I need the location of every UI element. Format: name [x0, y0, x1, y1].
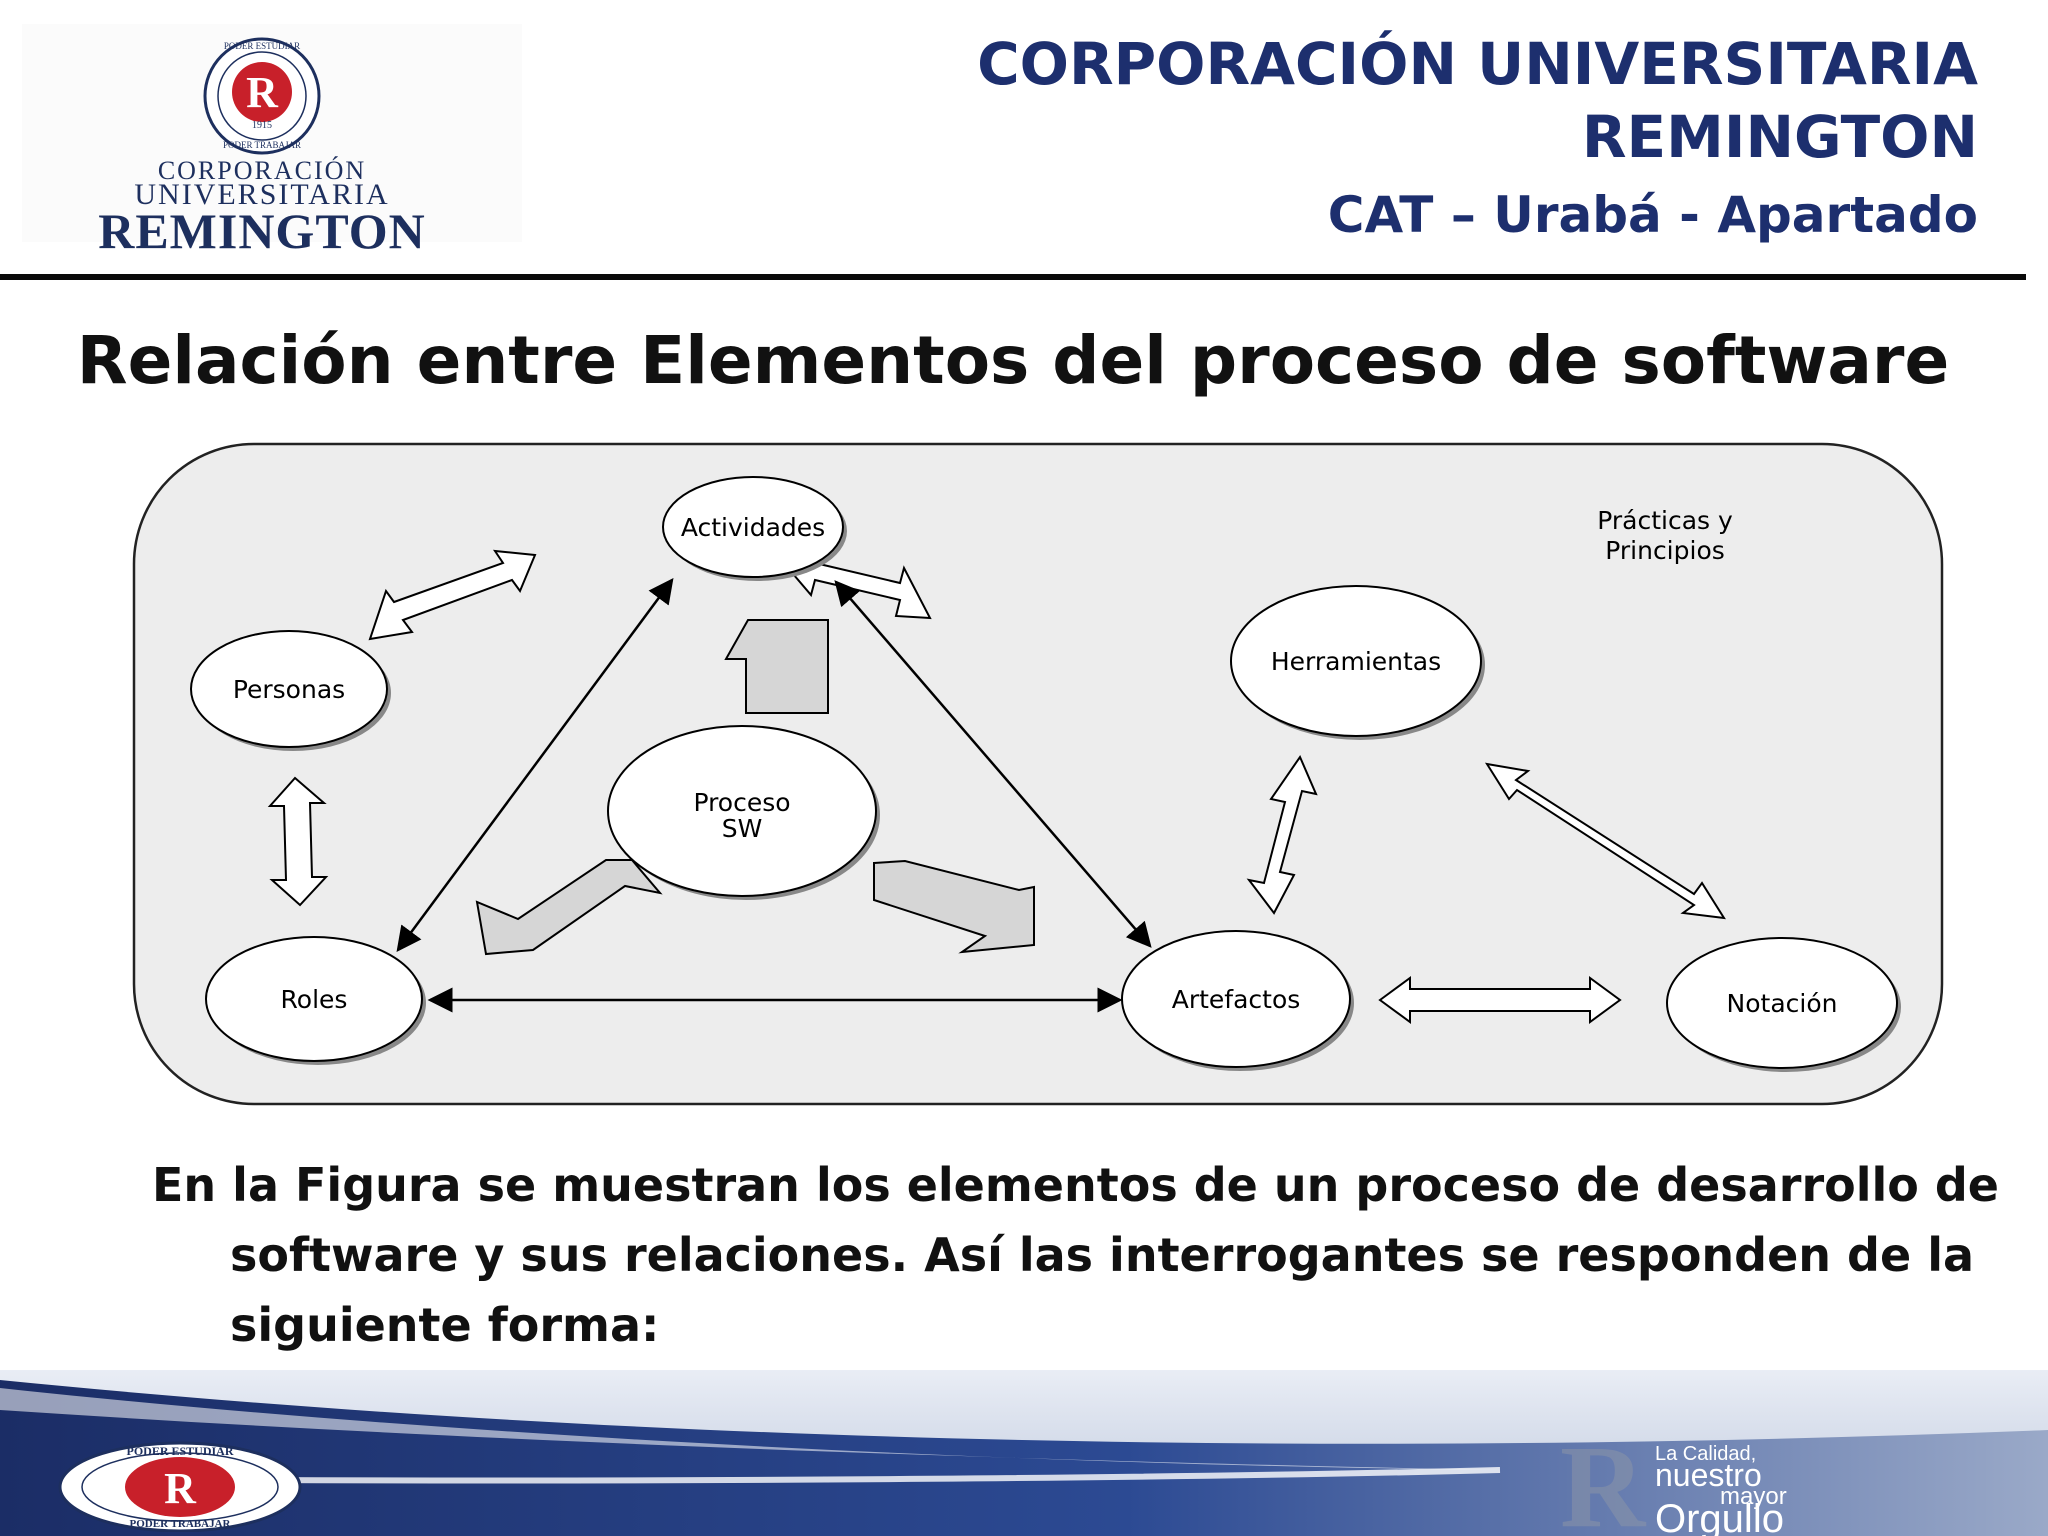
seal-top-text: PODER ESTUDIAR	[224, 41, 300, 51]
seal-bottom-text: PODER TRABAJAR	[223, 140, 301, 150]
institution-logo: R 1915 PODER ESTUDIAR PODER TRABAJAR COR…	[22, 24, 522, 259]
node-actividades	[662, 476, 844, 578]
double-arrow-herramientas-notacion	[1484, 762, 1726, 920]
paragraph-line-2: software y sus relaciones. Así las inter…	[230, 1228, 1975, 1282]
logo-line-2: UNIVERSITARIA	[134, 178, 390, 211]
grey-arrow-up	[724, 619, 829, 714]
double-arrow-artefactos-notacion	[1378, 976, 1622, 1024]
header-line-1: CORPORACIÓN UNIVERSITARIA	[977, 30, 1978, 98]
footer-band	[0, 1370, 2048, 1536]
node-herramientas	[1230, 585, 1482, 737]
double-arrow-herramientas-artefactos	[1246, 754, 1318, 915]
label-roles: Roles	[281, 985, 348, 1014]
label-proceso-1: Proceso	[693, 788, 790, 817]
double-arrow-personas-roles	[267, 776, 329, 907]
paragraph-line-3: siguiente forma:	[230, 1298, 660, 1352]
footer-seal-icon: R PODER ESTUDIAR PODER TRABAJAR	[58, 1441, 302, 1532]
header-line-3: CAT – Urabá - Apartado	[1327, 186, 1978, 244]
tagline-1: La Calidad,	[1655, 1443, 1756, 1465]
tagline-4: Orgullo	[1655, 1497, 1784, 1536]
svg-text:R: R	[1560, 1440, 1647, 1536]
label-practicas-1: Prácticas y	[1597, 506, 1733, 535]
body-paragraph: En la Figura se muestran los elementos d…	[152, 1150, 2000, 1360]
seal-icon: R 1915 PODER ESTUDIAR PODER TRABAJAR	[203, 37, 321, 155]
tagline-3: mayor	[1720, 1483, 1787, 1510]
node-proceso-sw	[607, 725, 877, 897]
header-divider	[0, 274, 2026, 280]
footer-seal-letter: R	[164, 1464, 197, 1513]
logo-line-3: REMINGTON	[98, 203, 426, 259]
tagline-2: nuestro	[1655, 1457, 1762, 1493]
label-practicas-2: Principios	[1605, 536, 1725, 565]
node-personas	[190, 630, 388, 748]
paragraph-line-1: En la Figura se muestran los elementos d…	[152, 1158, 2000, 1212]
label-actividades: Actividades	[681, 513, 825, 542]
process-diagram: Actividades Personas Herramientas Proces…	[132, 442, 1944, 1106]
label-herramientas: Herramientas	[1271, 647, 1441, 676]
footer-tagline: R La Calidad, nuestro mayor Orgullo	[1560, 1440, 1787, 1536]
seal-letter: R	[246, 68, 279, 117]
line-actividades-roles	[396, 577, 674, 953]
label-personas: Personas	[233, 675, 345, 704]
slide-title: Relación entre Elementos del proceso de …	[76, 322, 1950, 399]
label-notacion: Notación	[1727, 989, 1838, 1018]
footer-seal-bottom: PODER TRABAJAR	[130, 1518, 232, 1530]
label-proceso-2: SW	[722, 814, 763, 843]
node-roles	[205, 936, 423, 1062]
node-artefactos	[1121, 930, 1351, 1068]
logo-line-1: CORPORACIÓN	[157, 156, 367, 185]
footer-seal-top: PODER ESTUDIAR	[126, 1444, 233, 1458]
header-line-2: REMINGTON	[1581, 103, 1978, 171]
line-actividades-artefactos	[834, 580, 1152, 948]
seal-year: 1915	[252, 120, 272, 131]
label-artefactos: Artefactos	[1172, 985, 1301, 1014]
node-notacion	[1666, 937, 1898, 1069]
